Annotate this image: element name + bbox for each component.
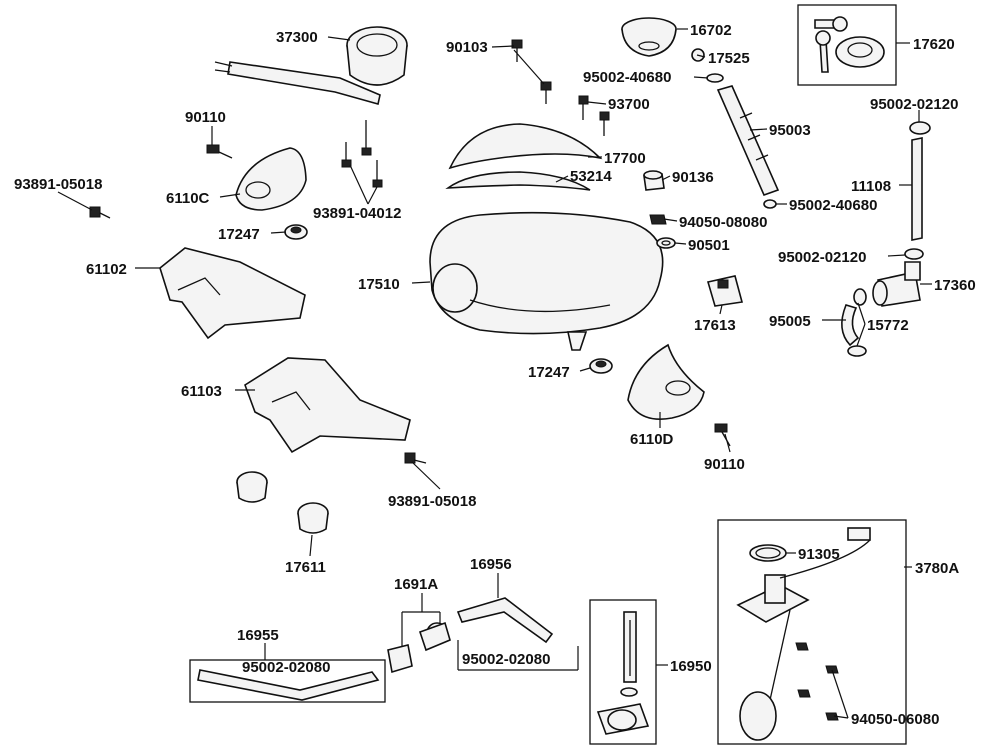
- nuts-94050-06080: [795, 642, 839, 721]
- fuel-tank-17510: [429, 211, 664, 351]
- label-61103: 61103: [181, 383, 222, 400]
- label-95005: 95005: [769, 313, 811, 330]
- label-95002-02080-a: 95002-02080: [242, 659, 330, 676]
- label-3780A: 3780A: [915, 560, 959, 577]
- cap-17611: [236, 471, 329, 534]
- label-95002-40680-a: 95002-40680: [583, 69, 671, 86]
- label-90136: 90136: [672, 169, 714, 186]
- label-94050-08080: 94050-08080: [679, 214, 767, 231]
- label-16955: 16955: [237, 627, 279, 644]
- side-cover-61102: [159, 247, 306, 340]
- clip-95002-40680-b: [763, 199, 777, 209]
- label-17620: 17620: [913, 36, 955, 53]
- fuel-pump-box: [717, 519, 907, 745]
- bolt-93891-05018-a: [89, 206, 111, 219]
- leader-lines: [57, 28, 932, 719]
- label-16956: 16956: [470, 556, 512, 573]
- hose-95005: [841, 288, 867, 357]
- label-11108: 11108: [851, 178, 891, 195]
- screw-93700: [578, 95, 610, 136]
- grommet-17247-a: [284, 224, 308, 240]
- cap-90136: [643, 170, 665, 191]
- label-37300: 37300: [276, 29, 318, 46]
- screw-90110-a: [206, 144, 233, 159]
- label-90103: 90103: [446, 39, 488, 56]
- label-95003: 95003: [769, 122, 811, 139]
- label-95002-02080-b: 95002-02080: [462, 651, 550, 668]
- key-set-box: [797, 4, 897, 86]
- label-16702: 16702: [690, 22, 732, 39]
- grommet-17247-b: [589, 358, 613, 374]
- label-90110-a: 90110: [185, 109, 226, 126]
- side-cover-61103: [244, 357, 411, 454]
- washer-90501: [656, 237, 676, 249]
- fuel-cap-16702: [621, 17, 724, 83]
- label-17247-b: 17247: [528, 364, 570, 381]
- filter-1691A: [387, 621, 451, 674]
- bolt-93891-05018-b: [404, 452, 427, 464]
- fuel-tap-16950: [596, 611, 650, 735]
- label-93700: 93700: [608, 96, 650, 113]
- hose-16955-box: [189, 659, 386, 703]
- label-16950: 16950: [670, 658, 712, 675]
- label-17525: 17525: [708, 50, 750, 67]
- label-90501: 90501: [688, 237, 730, 254]
- label-53214: 53214: [570, 168, 612, 185]
- knee-pad-6110C: [235, 147, 307, 211]
- fuel-pump-3780A: [736, 527, 871, 741]
- label-1691A: 1691A: [394, 576, 438, 593]
- vent-17360: [872, 261, 921, 307]
- label-95002-40680-b: 95002-40680: [789, 197, 877, 214]
- fuel-tap-box: [589, 599, 657, 745]
- hose-11108: [904, 121, 931, 260]
- bolts-93891-04012: [341, 120, 383, 188]
- hose-16956: [456, 597, 554, 644]
- label-6110C: 6110C: [166, 190, 210, 207]
- label-17247-a: 17247: [218, 226, 260, 243]
- fuel-gauge-part: [214, 26, 408, 105]
- nut-94050-08080: [649, 214, 667, 225]
- tank-cover-17700: [445, 123, 603, 191]
- label-17360: 17360: [934, 277, 976, 294]
- hose-95003: [716, 85, 780, 197]
- label-91305: 91305: [798, 546, 840, 563]
- key-set-17620: [814, 16, 885, 73]
- label-17700: 17700: [604, 150, 646, 167]
- label-90110-b: 90110: [704, 456, 745, 473]
- knee-pad-6110D: [627, 343, 705, 420]
- label-93891-04012: 93891-04012: [313, 205, 401, 222]
- part-labels: 37300 90103 16702 17525 95002-40680 1762…: [14, 22, 976, 728]
- label-61102: 61102: [86, 261, 127, 278]
- label-17510: 17510: [358, 276, 400, 293]
- label-15772: 15772: [867, 317, 909, 334]
- label-94050-06080: 94050-06080: [851, 711, 939, 728]
- label-93891-05018-a: 93891-05018: [14, 176, 102, 193]
- hose-16955: [197, 669, 380, 701]
- nut-17613: [706, 275, 744, 307]
- label-95002-02120-b: 95002-02120: [778, 249, 866, 266]
- label-93891-05018-b: 93891-05018: [388, 493, 476, 510]
- label-95002-02120-a: 95002-02120: [870, 96, 958, 113]
- label-17611: 17611: [285, 559, 326, 576]
- screw-90103: [511, 39, 552, 104]
- label-6110D: 6110D: [630, 431, 674, 448]
- label-17613: 17613: [694, 317, 736, 334]
